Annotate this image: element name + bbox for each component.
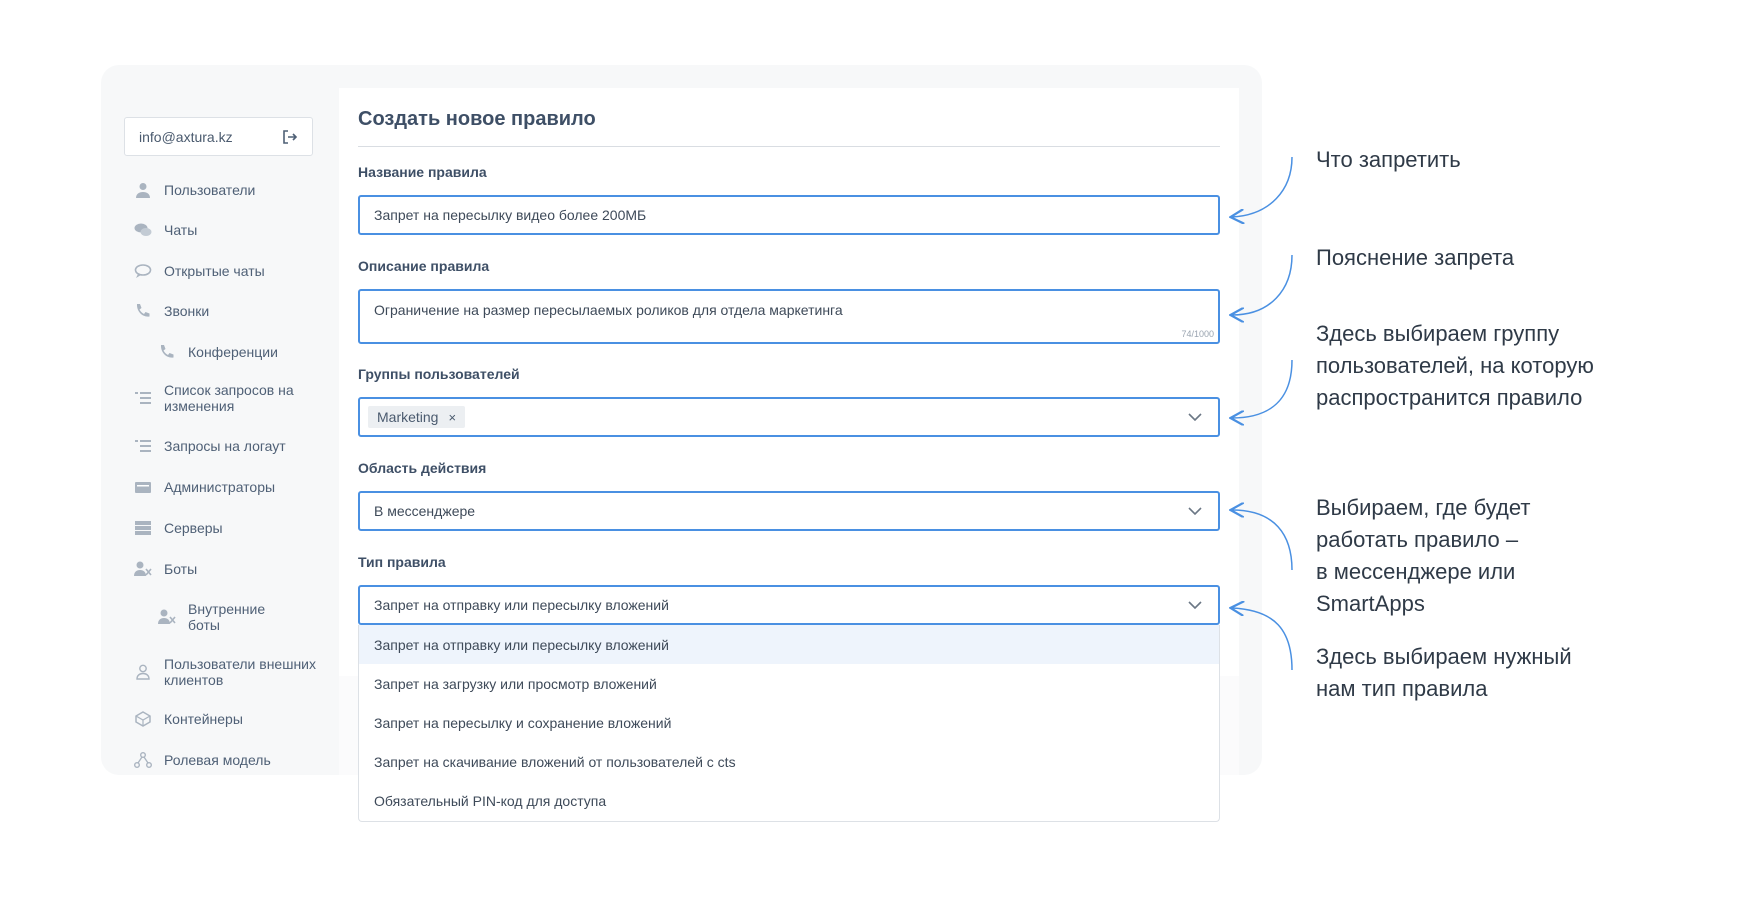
sidebar-item-servers[interactable]: Серверы: [134, 520, 223, 536]
rule-type-label: Тип правила: [358, 554, 446, 570]
bot-icon: [134, 561, 152, 576]
admin-card-icon: [135, 482, 151, 493]
rule-name-value: Запрет на пересылку видео более 200МБ: [374, 207, 647, 223]
sidebar-item-label: Конференции: [188, 344, 278, 360]
character-counter: 74/1000: [1181, 329, 1214, 339]
role-model-icon: [134, 752, 152, 768]
remove-tag-icon[interactable]: ×: [448, 409, 457, 425]
server-icon: [135, 521, 151, 535]
title-divider: [358, 146, 1220, 147]
account-box: info@axtura.kz: [124, 117, 313, 156]
account-email: info@axtura.kz: [139, 128, 233, 145]
rule-description-textarea[interactable]: Ограничение на размер пересылаемых ролик…: [358, 289, 1220, 344]
phone-icon: [136, 304, 150, 317]
sidebar-item-admins[interactable]: Администраторы: [134, 479, 275, 495]
dropdown-option[interactable]: Запрет на отправку или пересылку вложени…: [359, 625, 1219, 664]
page-title: Создать новое правило: [358, 108, 596, 130]
sidebar-item-users[interactable]: Пользователи: [134, 182, 255, 198]
sidebar-item-label: Внутренние боты: [188, 601, 266, 633]
sidebar-item-label: Боты: [164, 561, 198, 577]
rule-name-input[interactable]: Запрет на пересылку видео более 200МБ: [358, 195, 1220, 235]
sidebar-item-change-requests[interactable]: Список запросов на изменения: [134, 382, 294, 414]
sidebar-item-external-users[interactable]: Пользователи внешних клиентов: [134, 656, 316, 688]
sidebar-item-conferences[interactable]: Конференции: [158, 344, 278, 360]
scope-select[interactable]: В мессенджере: [358, 491, 1220, 531]
sidebar-item-label: Пользователи: [164, 182, 256, 198]
dropdown-option[interactable]: Запрет на загрузку или просмотр вложений: [374, 675, 657, 692]
chevron-down-icon[interactable]: [1188, 413, 1202, 421]
annotation-what: Что запретить: [1316, 147, 1461, 172]
sidebar-item-logout-requests[interactable]: Запросы на логаут: [134, 438, 286, 454]
external-user-icon: [136, 664, 150, 680]
sidebar-item-label: Серверы: [164, 520, 223, 536]
user-groups-label: Группы пользователей: [358, 366, 520, 382]
group-tag-label: Marketing: [377, 409, 439, 425]
form-card: [339, 88, 1239, 676]
sidebar-item-open-chats[interactable]: Открытые чаты: [134, 263, 265, 279]
dropdown-option[interactable]: Запрет на пересылку и сохранение вложени…: [374, 714, 672, 731]
bot-icon: [158, 609, 176, 624]
rule-description-value: Ограничение на размер пересылаемых ролик…: [374, 302, 843, 318]
sidebar-item-bots[interactable]: Боты: [134, 561, 197, 577]
annotation-scope: Выбираем, где будет работать правило – в…: [1316, 495, 1531, 616]
sidebar-item-label: Чаты: [164, 222, 198, 238]
sidebar-item-internal-bots[interactable]: Внутренние боты: [158, 601, 265, 633]
annotation-explain: Пояснение запрета: [1316, 245, 1515, 270]
annotation-group: Здесь выбираем группу пользователей, на …: [1316, 321, 1594, 410]
chevron-down-icon[interactable]: [1188, 601, 1202, 609]
dropdown-option[interactable]: Запрет на скачивание вложений от пользов…: [374, 753, 736, 770]
rule-name-label: Название правила: [358, 164, 487, 180]
rule-type-value: Запрет на отправку или пересылку вложени…: [374, 597, 669, 613]
scope-value: В мессенджере: [374, 503, 476, 519]
phone-icon: [160, 345, 174, 358]
annotation-type: Здесь выбираем нужный нам тип правила: [1316, 644, 1572, 701]
rule-type-select[interactable]: Запрет на отправку или пересылку вложени…: [358, 585, 1220, 625]
sidebar-item-chats[interactable]: Чаты: [134, 222, 197, 238]
open-chats-icon: [134, 264, 152, 278]
user-icon: [136, 183, 150, 198]
container-icon: [135, 711, 151, 727]
sidebar-item-label: Пользователи внешних клиентов: [164, 656, 317, 688]
sidebar-item-label: Администраторы: [164, 479, 276, 495]
sidebar-item-label: Контейнеры: [164, 711, 243, 727]
rule-description-label: Описание правила: [358, 258, 490, 274]
sidebar-item-calls[interactable]: Звонки: [134, 303, 209, 319]
chevron-down-icon[interactable]: [1188, 507, 1202, 515]
sidebar-item-label: Запросы на логаут: [164, 438, 286, 454]
sidebar-item-containers[interactable]: Контейнеры: [134, 711, 243, 727]
sidebar-item-label: Список запросов на изменения: [164, 382, 294, 414]
chats-icon: [134, 223, 152, 236]
scope-label: Область действия: [358, 460, 487, 476]
list-icon: [135, 440, 151, 452]
sidebar-item-label: Открытые чаты: [164, 263, 265, 279]
logout-icon[interactable]: [282, 129, 298, 145]
list-icon: [135, 392, 151, 404]
sidebar-item-label: Звонки: [164, 303, 210, 319]
group-tag: Marketing ×: [368, 406, 466, 428]
sidebar-item-label: Ролевая модель: [164, 752, 271, 768]
user-groups-select[interactable]: Marketing ×: [358, 397, 1220, 437]
sidebar-item-role-model[interactable]: Ролевая модель: [134, 752, 271, 768]
dropdown-option[interactable]: Обязательный PIN-код для доступа: [374, 792, 607, 809]
rule-type-dropdown: Запрет на отправку или пересылку вложени…: [358, 625, 1220, 822]
